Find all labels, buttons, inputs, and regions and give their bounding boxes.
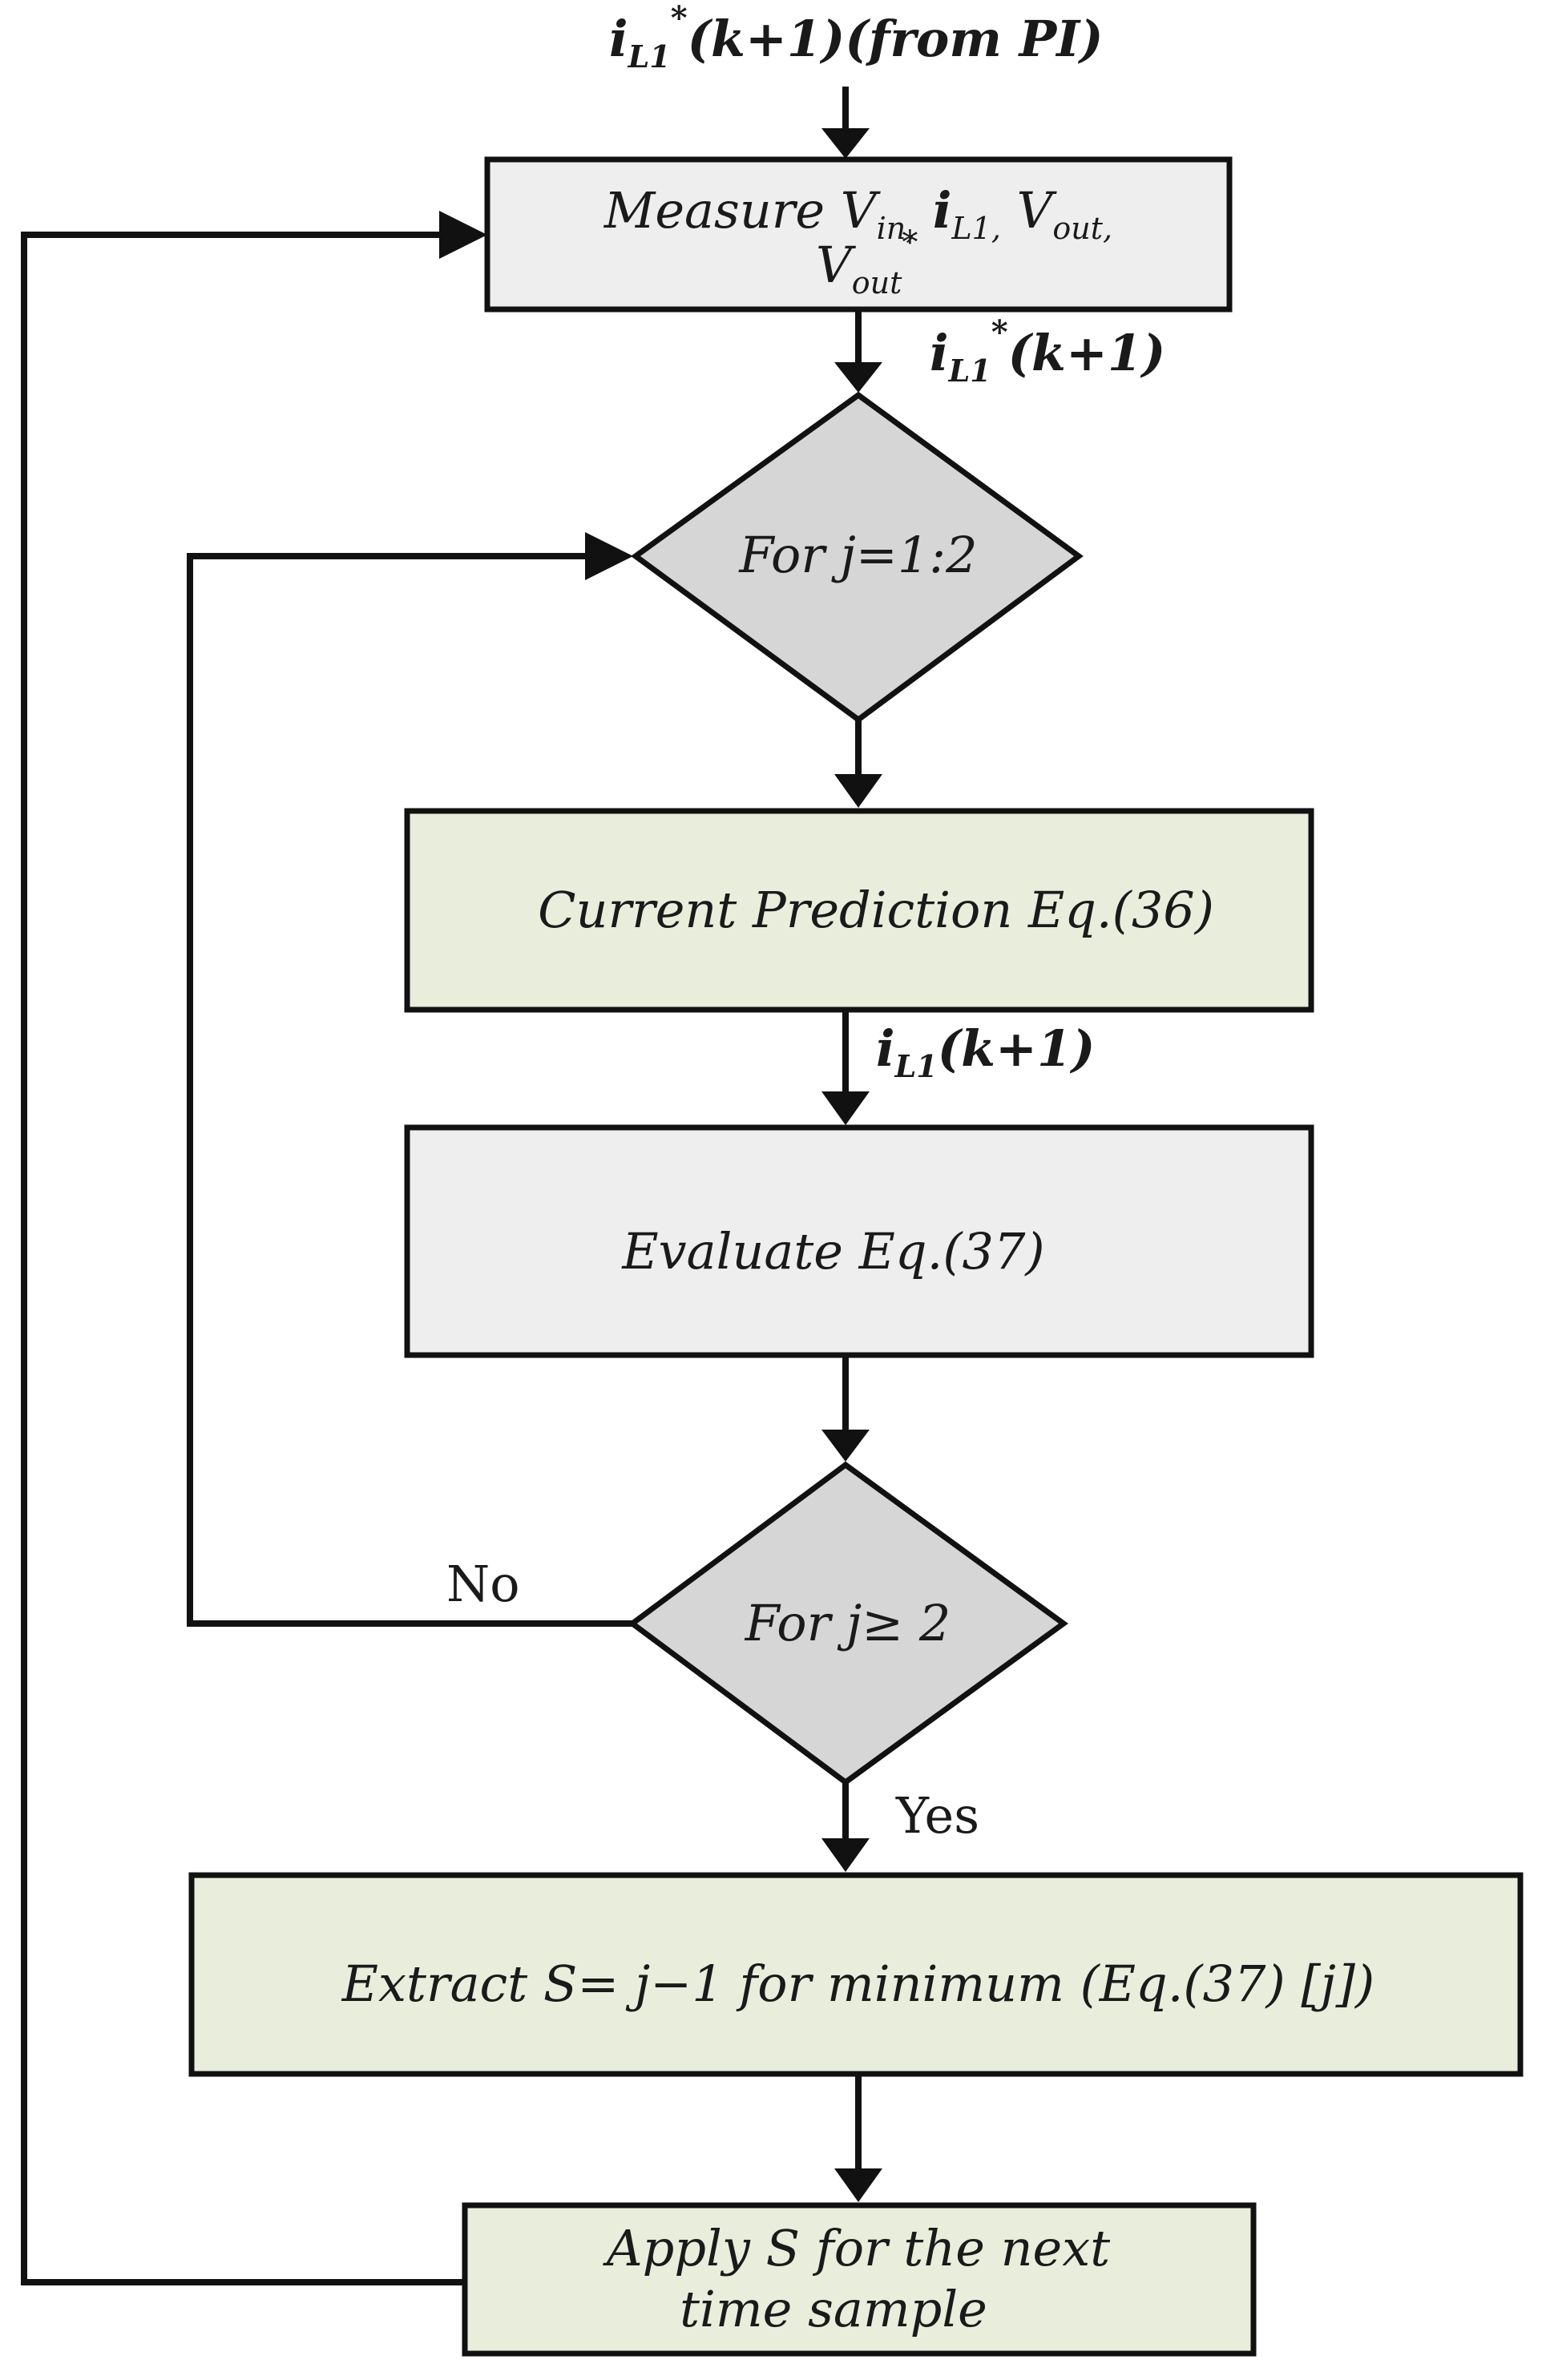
arrowhead-evaluate xyxy=(821,1430,870,1462)
arrowhead-input xyxy=(821,128,870,159)
edge-predicted-current-label: iL1(k+1) xyxy=(876,1019,1095,1084)
yes-label: Yes xyxy=(895,1786,979,1845)
prediction-label: Current Prediction Eq.(36) xyxy=(538,881,1214,939)
arrowhead-no-branch xyxy=(585,532,633,580)
measure-box xyxy=(484,156,1233,313)
prediction-box xyxy=(404,808,1314,1013)
check-decision-label: For j≥ 2 xyxy=(745,1594,951,1652)
extract-label: Extract S= j−1 for minimum (Eq.(37) [j]) xyxy=(341,1954,1374,2013)
evaluate-box xyxy=(404,1124,1314,1358)
loop-decision-label: For j=1:2 xyxy=(738,526,977,584)
measure-label-line1: Measure Vin, iL1, Vout, xyxy=(603,181,1112,246)
arrowhead-feedback xyxy=(439,211,487,259)
no-branch-loop-line xyxy=(187,553,632,1627)
arrowhead-prediction xyxy=(821,1091,870,1125)
apply-label-line1: Apply S for the next xyxy=(603,2219,1110,2277)
extract-box xyxy=(188,1872,1524,2077)
feedback-loop-line xyxy=(21,232,465,2285)
arrowhead-measure xyxy=(834,362,882,393)
apply-box xyxy=(462,2202,1257,2357)
edge-reference-label: iL1*(k+1) xyxy=(930,313,1165,389)
arrowhead-loop xyxy=(834,774,882,808)
arrowhead-extract xyxy=(834,2168,882,2202)
input-reference-label: iL1*(k+1)(from PI) xyxy=(609,0,1104,75)
arrowhead-yes-branch xyxy=(821,1838,870,1872)
no-label: No xyxy=(446,1555,520,1613)
measure-label-line2: Vout* xyxy=(816,224,918,301)
evaluate-label: Evaluate Eq.(37) xyxy=(621,1222,1044,1281)
apply-label-line2: time sample xyxy=(680,2280,987,2338)
